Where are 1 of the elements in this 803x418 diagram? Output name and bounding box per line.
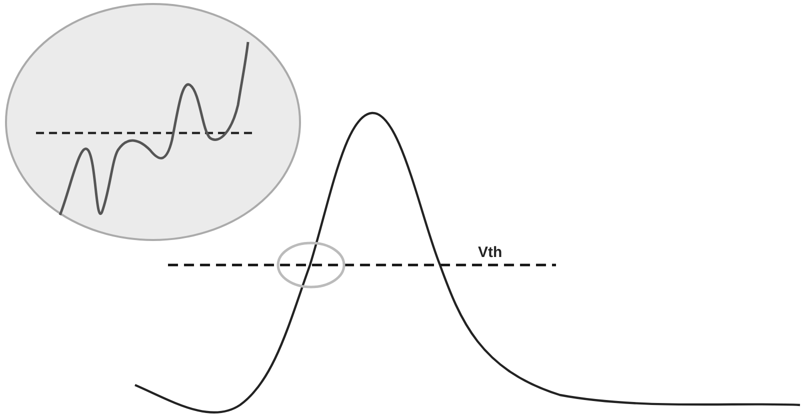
threshold-label: Vth [478,244,502,261]
